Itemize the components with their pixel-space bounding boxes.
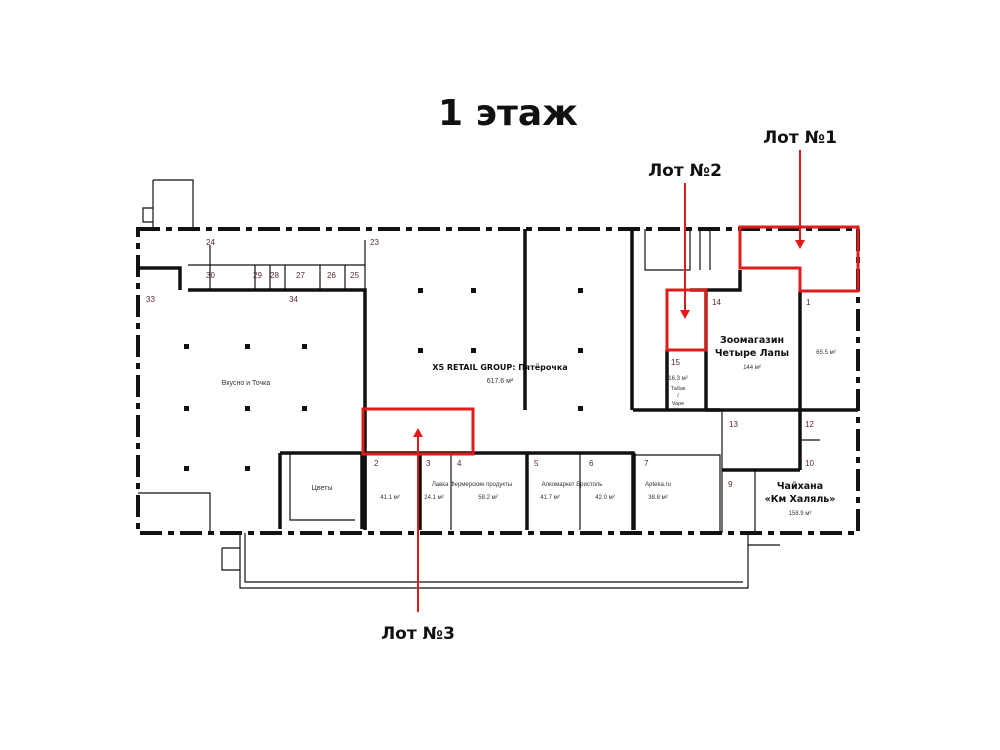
area-5: 41.7 м² (540, 495, 559, 501)
tenant-tabak-3: Vape (672, 401, 684, 407)
area-7: 38.8 м² (648, 495, 667, 501)
room-5: 5 (534, 459, 539, 468)
lot-3[interactable]: Лот №3 (361, 407, 475, 644)
floor-title: 1 этаж (438, 93, 578, 134)
room-24: 24 (206, 238, 215, 247)
area-14: 144 м² (743, 365, 761, 371)
room-1: 1 (806, 298, 811, 307)
columns (184, 288, 583, 471)
room-12: 12 (805, 420, 814, 429)
tenant-apteka: Apteka.ru (645, 482, 671, 488)
area-15: 16.3 м² (668, 376, 687, 382)
tenant-x5-area: 617.6 м² (487, 378, 514, 385)
lot-3-label: Лот №3 (381, 624, 455, 644)
room-27: 27 (296, 271, 305, 280)
room-23: 23 (370, 238, 379, 247)
arrow-icon (680, 310, 690, 319)
room-14: 14 (712, 298, 721, 307)
arrow-icon (795, 240, 805, 249)
lot-1-outline[interactable] (738, 225, 860, 293)
area-2: 41.1 м² (380, 495, 399, 501)
area-chai: 158.9 м² (789, 511, 812, 517)
room-9: 9 (728, 480, 733, 489)
tenant-tabak-1: Табак (671, 386, 686, 392)
area-4: 58.2 м² (478, 495, 497, 501)
room-26: 26 (327, 271, 336, 280)
lot-1[interactable]: Лот №1 (738, 128, 860, 293)
area-3: 24.1 м² (424, 495, 443, 501)
tenant-zoo-line1: Зоомагазин (720, 335, 784, 346)
room-3: 3 (426, 459, 431, 468)
room-7: 7 (644, 459, 649, 468)
lot-2[interactable]: Лот №2 (648, 161, 722, 352)
room-33: 33 (146, 295, 155, 304)
room-4: 4 (457, 459, 462, 468)
tenant-labels: Вкусно и Точка X5 RETAIL GROUP: Пятёрочк… (222, 335, 836, 517)
tenant-vkusno: Вкусно и Точка (222, 380, 271, 387)
room-2: 2 (374, 459, 379, 468)
room-13: 13 (729, 420, 738, 429)
area-1: 65.5 м² (816, 350, 835, 356)
room-10: 10 (805, 459, 814, 468)
tenant-chai-line1: Чайхана (777, 481, 823, 492)
area-6: 42.0 м² (595, 495, 614, 501)
arrow-icon (413, 428, 423, 437)
room-30: 30 (206, 271, 215, 280)
room-15: 15 (671, 358, 680, 367)
tenant-farm: Лавка Фермерские продукты (432, 482, 512, 488)
tenant-x5: X5 RETAIL GROUP: Пятёрочка (432, 363, 567, 372)
lot-2-outline[interactable] (665, 288, 708, 352)
tenant-tabak-2: / (677, 393, 679, 399)
room-25: 25 (350, 271, 359, 280)
room-numbers: 24 23 30 29 28 27 26 25 33 34 2 3 4 5 6 … (146, 238, 814, 489)
tenant-chai-line2: «Км Халяль» (765, 494, 836, 505)
room-28: 28 (270, 271, 279, 280)
lot-2-label: Лот №2 (648, 161, 722, 181)
tenant-zoo-line2: Четыре Лапы (715, 348, 789, 359)
tenant-alco: Алкомаркет Бристоль (542, 482, 603, 488)
walls (136, 179, 860, 589)
room-29: 29 (253, 271, 262, 280)
lot-1-label: Лот №1 (763, 128, 837, 148)
room-34: 34 (289, 295, 298, 304)
room-6: 6 (589, 459, 594, 468)
tenant-flowers: Цветы (312, 485, 333, 492)
